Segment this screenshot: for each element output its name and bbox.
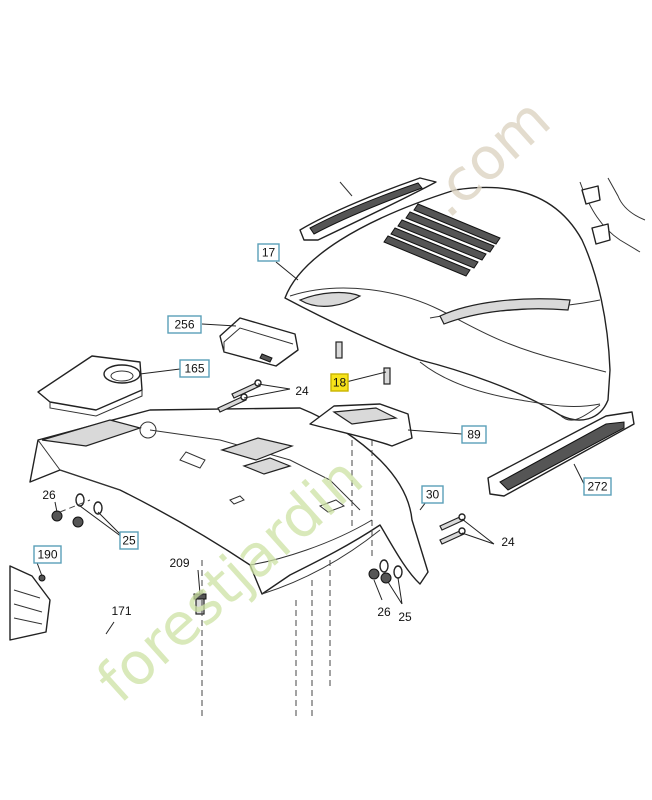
side-grille-part	[487, 411, 635, 497]
callout-text: 190	[37, 548, 57, 562]
callout-box	[257, 243, 280, 262]
bolt-set-lower	[439, 513, 466, 545]
callout-text: 30	[426, 488, 440, 502]
cup-tray-part	[37, 355, 143, 417]
callout-text: 25	[398, 610, 412, 624]
callout-text: 209	[169, 556, 189, 570]
callout-text: 24	[501, 535, 515, 549]
bolt-set-upper	[217, 379, 262, 413]
callout-box	[461, 425, 487, 444]
rear-fender-part	[29, 407, 429, 595]
callout-171: 171	[111, 604, 131, 618]
nut-washer-set-right	[368, 559, 403, 584]
callout-text: 18	[333, 376, 347, 390]
callout-box	[330, 373, 349, 392]
callout-24: 24	[295, 384, 309, 398]
callout-17: 17	[257, 243, 280, 262]
right-panel-fragment	[579, 177, 646, 253]
callout-26: 26	[42, 488, 56, 502]
callout-text: 165	[184, 362, 204, 376]
lower-left-component	[9, 565, 51, 641]
watermark: forestjardin .com	[84, 85, 563, 716]
callout-box	[167, 315, 202, 334]
callout-labels: 17 256 165 18 24 89 26 25 30 272 24 190 209 26 25 171	[33, 243, 612, 624]
battery-cover-part	[219, 317, 299, 367]
callout-text: 171	[111, 604, 131, 618]
callout-25: 25	[119, 531, 139, 550]
rod-part	[335, 341, 391, 385]
callout-text: 256	[174, 318, 194, 332]
callout-30: 30	[421, 485, 444, 504]
callout-272: 272	[583, 477, 612, 496]
hood-part	[284, 186, 611, 421]
callout-box	[119, 531, 139, 550]
callout-256: 256	[167, 315, 202, 334]
callout-text: 25	[122, 534, 136, 548]
callout-24: 24	[501, 535, 515, 549]
seat-panel-part	[309, 403, 413, 447]
callout-165: 165	[179, 359, 210, 378]
callout-box	[33, 545, 62, 564]
callout-box	[421, 485, 444, 504]
nut-washer-set-left	[51, 493, 103, 528]
upper-grille-part	[299, 177, 437, 241]
callout-text: 272	[587, 480, 607, 494]
callout-text: 26	[42, 488, 56, 502]
callout-box	[179, 359, 210, 378]
callout-text: 26	[377, 605, 391, 619]
callout-190: 190	[33, 545, 62, 564]
callout-text: 24	[295, 384, 309, 398]
callout-text: 89	[467, 428, 481, 442]
callout-18: 18	[330, 373, 349, 392]
callout-209: 209	[169, 556, 189, 570]
callout-89: 89	[461, 425, 487, 444]
callout-box	[583, 477, 612, 496]
callout-25: 25	[398, 610, 412, 624]
alignment-lines	[201, 440, 373, 720]
callout-26: 26	[377, 605, 391, 619]
callout-text: 17	[262, 246, 276, 260]
